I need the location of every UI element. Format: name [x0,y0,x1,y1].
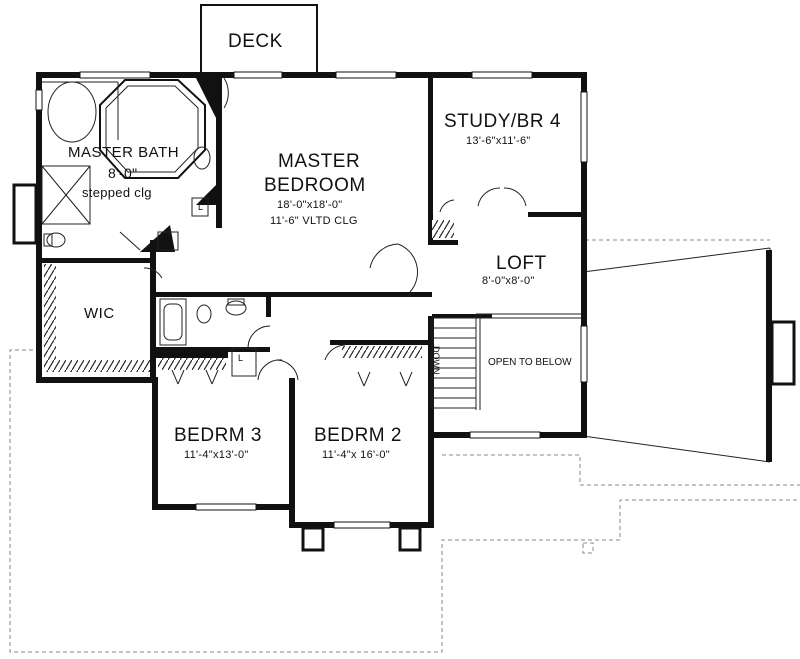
master-bedroom-label-2: BEDROOM [264,175,366,196]
bedroom-2-label: BEDRM 2 [314,425,402,446]
bedroom-2-dim: 11'-4"x 16'-0" [322,449,390,461]
doors [143,187,527,387]
master-bath-fixtures [41,77,229,252]
study-dim: 13'-6"x11'-6" [466,135,531,147]
wic-label: WIC [84,305,115,322]
roof-lines [582,247,796,463]
bedroom-3-label: BEDRM 3 [174,425,262,446]
loft-label: LOFT [496,253,547,274]
master-bedroom-ceiling: 11'-6" VLTD CLG [270,215,358,227]
stair-treads [432,327,476,399]
wic-hatching [44,220,454,372]
loft-dim: 8'-0"x8'-0" [482,275,535,287]
linen-label-3: L [238,353,244,363]
master-bedroom-dim: 18'-0"x18'-0" [277,199,343,211]
deck-label: DECK [228,31,283,52]
master-bedroom-label-1: MASTER [278,151,361,172]
bedroom2-pillars [301,526,422,552]
study-label: STUDY/BR 4 [444,111,561,132]
master-bath-ceiling: stepped clg [82,185,152,200]
lower-floor-outline [9,239,800,653]
stair-down-label: DOWN [431,346,441,375]
interior-walls [42,78,587,410]
linen-label-1: L [198,202,204,212]
bedroom-3-dim: 11'-4"x13'-0" [184,449,249,461]
hall-bath-fixtures [159,298,257,377]
master-bath-label: MASTER BATH [68,144,180,161]
linen-label-2: L [164,236,170,246]
windows [35,71,588,529]
master-bath-dim: 8'-0" [108,165,138,181]
open-to-below-label: OPEN TO BELOW [488,357,572,368]
